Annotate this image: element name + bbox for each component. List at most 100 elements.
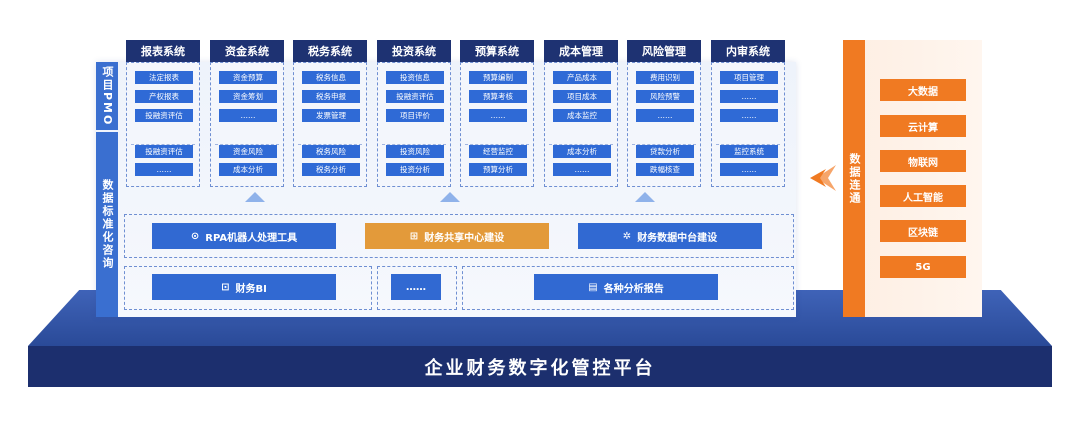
column-7: 内审系统项目管理 …… …… 监控系统 …… xyxy=(711,40,785,187)
bottom-row-box-more xyxy=(377,266,457,310)
column-body: 资金预算资金筹划 …… 资金风险成本分析 xyxy=(210,62,284,187)
bottom-row-box-bi xyxy=(124,266,372,310)
column-title: 税务系统 xyxy=(293,40,367,62)
tech-item[interactable]: 区块链 xyxy=(880,220,966,242)
column-body: 投资信息投融资评估项目评价投资风险投资分析 xyxy=(377,62,451,187)
section-divider xyxy=(465,144,529,145)
chart-icon: ⊡ xyxy=(221,281,230,293)
section-divider xyxy=(632,144,696,145)
column-body: 法定报表产权报表投融资评估投融资评估…… xyxy=(126,62,200,187)
module-cell[interactable]: 投融资评估 xyxy=(386,90,444,103)
rpa-button[interactable]: ⊙ RPA机器人处理工具 xyxy=(152,223,336,249)
data-middle-platform-label: 财务数据中台建设 xyxy=(637,232,718,244)
section-divider xyxy=(298,144,362,145)
module-cell[interactable]: …… xyxy=(636,109,694,122)
analysis-reports-button[interactable]: ▤ 各种分析报告 xyxy=(534,274,718,300)
shared-center-button[interactable]: ⊞ 财务共享中心建设 xyxy=(365,223,549,249)
more-button[interactable]: …… xyxy=(391,274,441,300)
module-cell[interactable]: …… xyxy=(720,163,778,176)
module-cell[interactable]: 资金预算 xyxy=(219,71,277,84)
finance-bi-label: 财务BI xyxy=(235,283,267,295)
module-cell[interactable]: 成本分析 xyxy=(219,163,277,176)
column-6: 风险管理费用识别风险预警 …… 贷款分析跌幅核查 xyxy=(627,40,701,187)
grid-icon: ⊞ xyxy=(409,230,419,242)
chevron-left-icon xyxy=(810,165,836,191)
module-cell[interactable]: 跌幅核查 xyxy=(636,163,694,176)
column-0: 报表系统法定报表产权报表投融资评估投融资评估…… xyxy=(126,40,200,187)
middle-row-box xyxy=(124,214,794,258)
column-title: 资金系统 xyxy=(210,40,284,62)
robot-icon: ⊙ xyxy=(190,230,200,242)
module-cell[interactable]: 项目成本 xyxy=(553,90,611,103)
module-cell[interactable]: 投资风险 xyxy=(386,145,444,158)
report-icon: ▤ xyxy=(588,281,598,293)
module-cell[interactable]: 投资信息 xyxy=(386,71,444,84)
column-body: 费用识别风险预警 …… 贷款分析跌幅核查 xyxy=(627,62,701,187)
tech-item[interactable]: 大数据 xyxy=(880,79,966,101)
data-middle-platform-button[interactable]: ✲ 财务数据中台建设 xyxy=(578,223,762,249)
finance-bi-button[interactable]: ⊡ 财务BI xyxy=(152,274,336,300)
sparkle-icon: ✲ xyxy=(622,230,632,242)
module-cell[interactable]: 资金筹划 xyxy=(219,90,277,103)
column-3: 投资系统投资信息投融资评估项目评价投资风险投资分析 xyxy=(377,40,451,187)
section-divider xyxy=(215,144,279,145)
module-cell[interactable]: 贷款分析 xyxy=(636,145,694,158)
module-cell[interactable]: …… xyxy=(553,163,611,176)
module-cell[interactable]: 预算分析 xyxy=(469,163,527,176)
column-2: 税务系统税务信息税务申报发票管理税务风险税务分析 xyxy=(293,40,367,187)
module-cell[interactable]: 项目评价 xyxy=(386,109,444,122)
label-project-pmo: 项目PMO xyxy=(96,62,118,130)
tech-item[interactable]: 物联网 xyxy=(880,150,966,172)
column-title: 投资系统 xyxy=(377,40,451,62)
module-cell[interactable]: 成本监控 xyxy=(553,109,611,122)
module-cell[interactable]: 产权报表 xyxy=(135,90,193,103)
module-cell[interactable]: 预算编制 xyxy=(469,71,527,84)
module-cell[interactable]: 税务申报 xyxy=(302,90,360,103)
tech-item[interactable]: 云计算 xyxy=(880,115,966,137)
arrow-up-icon xyxy=(635,192,655,202)
module-cell[interactable]: 监控系统 xyxy=(720,145,778,158)
module-cell[interactable]: 税务分析 xyxy=(302,163,360,176)
column-title: 成本管理 xyxy=(544,40,618,62)
platform-title: 企业财务数字化管控平台 xyxy=(28,346,1052,387)
shared-center-label: 财务共享中心建设 xyxy=(424,232,505,244)
column-title: 报表系统 xyxy=(126,40,200,62)
column-4: 预算系统预算编制预算考核 …… 经营监控预算分析 xyxy=(460,40,534,187)
module-cell[interactable]: 发票管理 xyxy=(302,109,360,122)
module-cell[interactable]: 产品成本 xyxy=(553,71,611,84)
tech-item[interactable]: 人工智能 xyxy=(880,185,966,207)
section-divider xyxy=(549,144,613,145)
module-cell[interactable]: …… xyxy=(469,109,527,122)
rpa-label: RPA机器人处理工具 xyxy=(205,232,298,244)
column-1: 资金系统资金预算资金筹划 …… 资金风险成本分析 xyxy=(210,40,284,187)
column-title: 内审系统 xyxy=(711,40,785,62)
module-cell[interactable]: 法定报表 xyxy=(135,71,193,84)
module-cell[interactable]: 税务风险 xyxy=(302,145,360,158)
module-cell[interactable]: 费用识别 xyxy=(636,71,694,84)
module-cell[interactable]: …… xyxy=(720,109,778,122)
section-divider xyxy=(131,144,195,145)
tech-item[interactable]: 5G xyxy=(880,256,966,278)
module-cell[interactable]: 经营监控 xyxy=(469,145,527,158)
module-cell[interactable]: 投融资评估 xyxy=(135,145,193,158)
module-cell[interactable]: 投融资评估 xyxy=(135,109,193,122)
column-body: 产品成本项目成本成本监控成本分析 …… xyxy=(544,62,618,187)
module-cell[interactable]: …… xyxy=(219,109,277,122)
module-cell[interactable]: 预算考核 xyxy=(469,90,527,103)
more-label: …… xyxy=(406,281,426,293)
module-cell[interactable]: 风险预警 xyxy=(636,90,694,103)
module-cell[interactable]: 投资分析 xyxy=(386,163,444,176)
bottom-row-box-reports xyxy=(462,266,794,310)
section-divider xyxy=(716,144,780,145)
data-connect-label: 数据连通 xyxy=(843,40,865,317)
module-cell[interactable]: 项目管理 xyxy=(720,71,778,84)
module-cell[interactable]: …… xyxy=(135,163,193,176)
module-cell[interactable]: 资金风险 xyxy=(219,145,277,158)
column-title: 预算系统 xyxy=(460,40,534,62)
module-cell[interactable]: …… xyxy=(720,90,778,103)
column-title: 风险管理 xyxy=(627,40,701,62)
column-body: 税务信息税务申报发票管理税务风险税务分析 xyxy=(293,62,367,187)
module-cell[interactable]: 成本分析 xyxy=(553,145,611,158)
label-data-standard: 数据标准化咨询 xyxy=(96,132,118,317)
module-cell[interactable]: 税务信息 xyxy=(302,71,360,84)
